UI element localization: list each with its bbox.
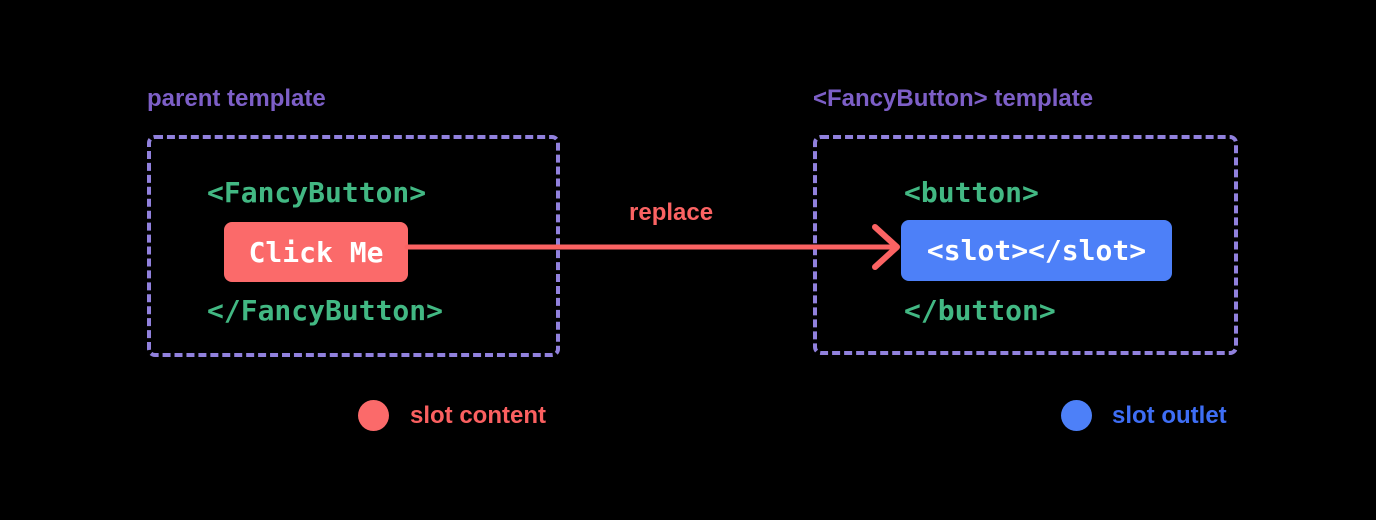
- legend-slot-outlet: slot outlet: [1061, 400, 1227, 431]
- legend-slot-content: slot content: [358, 400, 546, 431]
- replace-label: replace: [629, 199, 714, 226]
- slot-content-label: slot content: [410, 401, 546, 429]
- fancybutton-template-title: <FancyButton> template: [813, 85, 1094, 112]
- button-close-tag: </button>: [904, 294, 1056, 327]
- slot-outlet-chip: <slot></slot>: [901, 220, 1172, 281]
- slot-outlet-dot-icon: [1061, 400, 1092, 431]
- button-open-tag: <button>: [904, 176, 1039, 209]
- fancybutton-template-box: <button> <slot></slot> </button>: [813, 135, 1238, 355]
- slot-content-chip: Click Me: [224, 222, 408, 282]
- parent-template-box: <FancyButton> Click Me </FancyButton>: [147, 135, 560, 357]
- slot-outlet-label: slot outlet: [1112, 401, 1227, 429]
- slot-content-dot-icon: [358, 400, 389, 431]
- fancybutton-open-tag: <FancyButton>: [207, 176, 427, 209]
- parent-template-title: parent template: [147, 85, 326, 112]
- fancybutton-close-tag: </FancyButton>: [207, 294, 444, 327]
